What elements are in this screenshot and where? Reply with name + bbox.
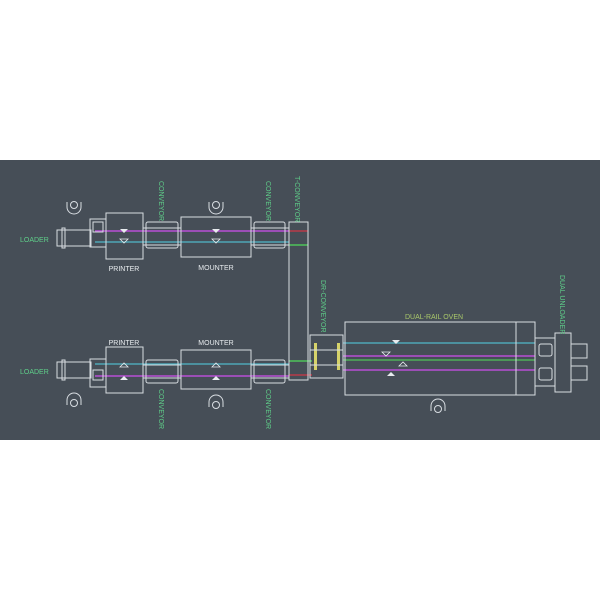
- top-conveyor-1[interactable]: [143, 221, 181, 249]
- top-printer[interactable]: [105, 212, 144, 260]
- t-conveyor[interactable]: [288, 221, 309, 381]
- conveyor-label: CONVEYOR: [264, 181, 271, 221]
- operator-icon: [208, 394, 224, 409]
- bottom-printer[interactable]: [105, 346, 144, 394]
- bottom-lanes: [95, 342, 535, 377]
- top-lanes: [95, 230, 308, 246]
- dr-conveyor-label: DR-CONVEYOR: [319, 280, 326, 333]
- oven-label: DUAL-RAIL OVEN: [405, 314, 463, 321]
- drawing-background: [0, 160, 600, 440]
- dr-conveyor[interactable]: [309, 334, 344, 379]
- conveyor-label: CONVEYOR: [157, 389, 164, 429]
- bottom-mounter[interactable]: [180, 349, 252, 390]
- loader-label: LOADER: [20, 369, 49, 376]
- bottom-conveyor-1[interactable]: [143, 359, 181, 384]
- direction-markers: [119, 229, 408, 380]
- unloader-label: DUAL UNLOADER: [558, 275, 565, 334]
- printer-label: PRINTER: [109, 340, 140, 347]
- top-conveyor-2[interactable]: [251, 221, 289, 249]
- printer-label: PRINTER: [109, 266, 140, 273]
- operator-icon: [430, 398, 446, 413]
- operator-icon: [66, 201, 82, 215]
- bottom-conveyor-2[interactable]: [251, 359, 289, 384]
- dual-unloader[interactable]: [534, 332, 588, 393]
- t-conveyor-label: T-CONVEYOR: [293, 176, 300, 222]
- top-mounter[interactable]: [180, 216, 252, 258]
- conveyor-label: CONVEYOR: [157, 181, 164, 221]
- loader-label: LOADER: [20, 237, 49, 244]
- operator-icon: [208, 201, 224, 215]
- operator-icon: [66, 392, 82, 407]
- mounter-label: MOUNTER: [198, 265, 233, 272]
- conveyor-label: CONVEYOR: [264, 389, 271, 429]
- mounter-label: MOUNTER: [198, 340, 233, 347]
- bottom-loader[interactable]: [56, 358, 107, 388]
